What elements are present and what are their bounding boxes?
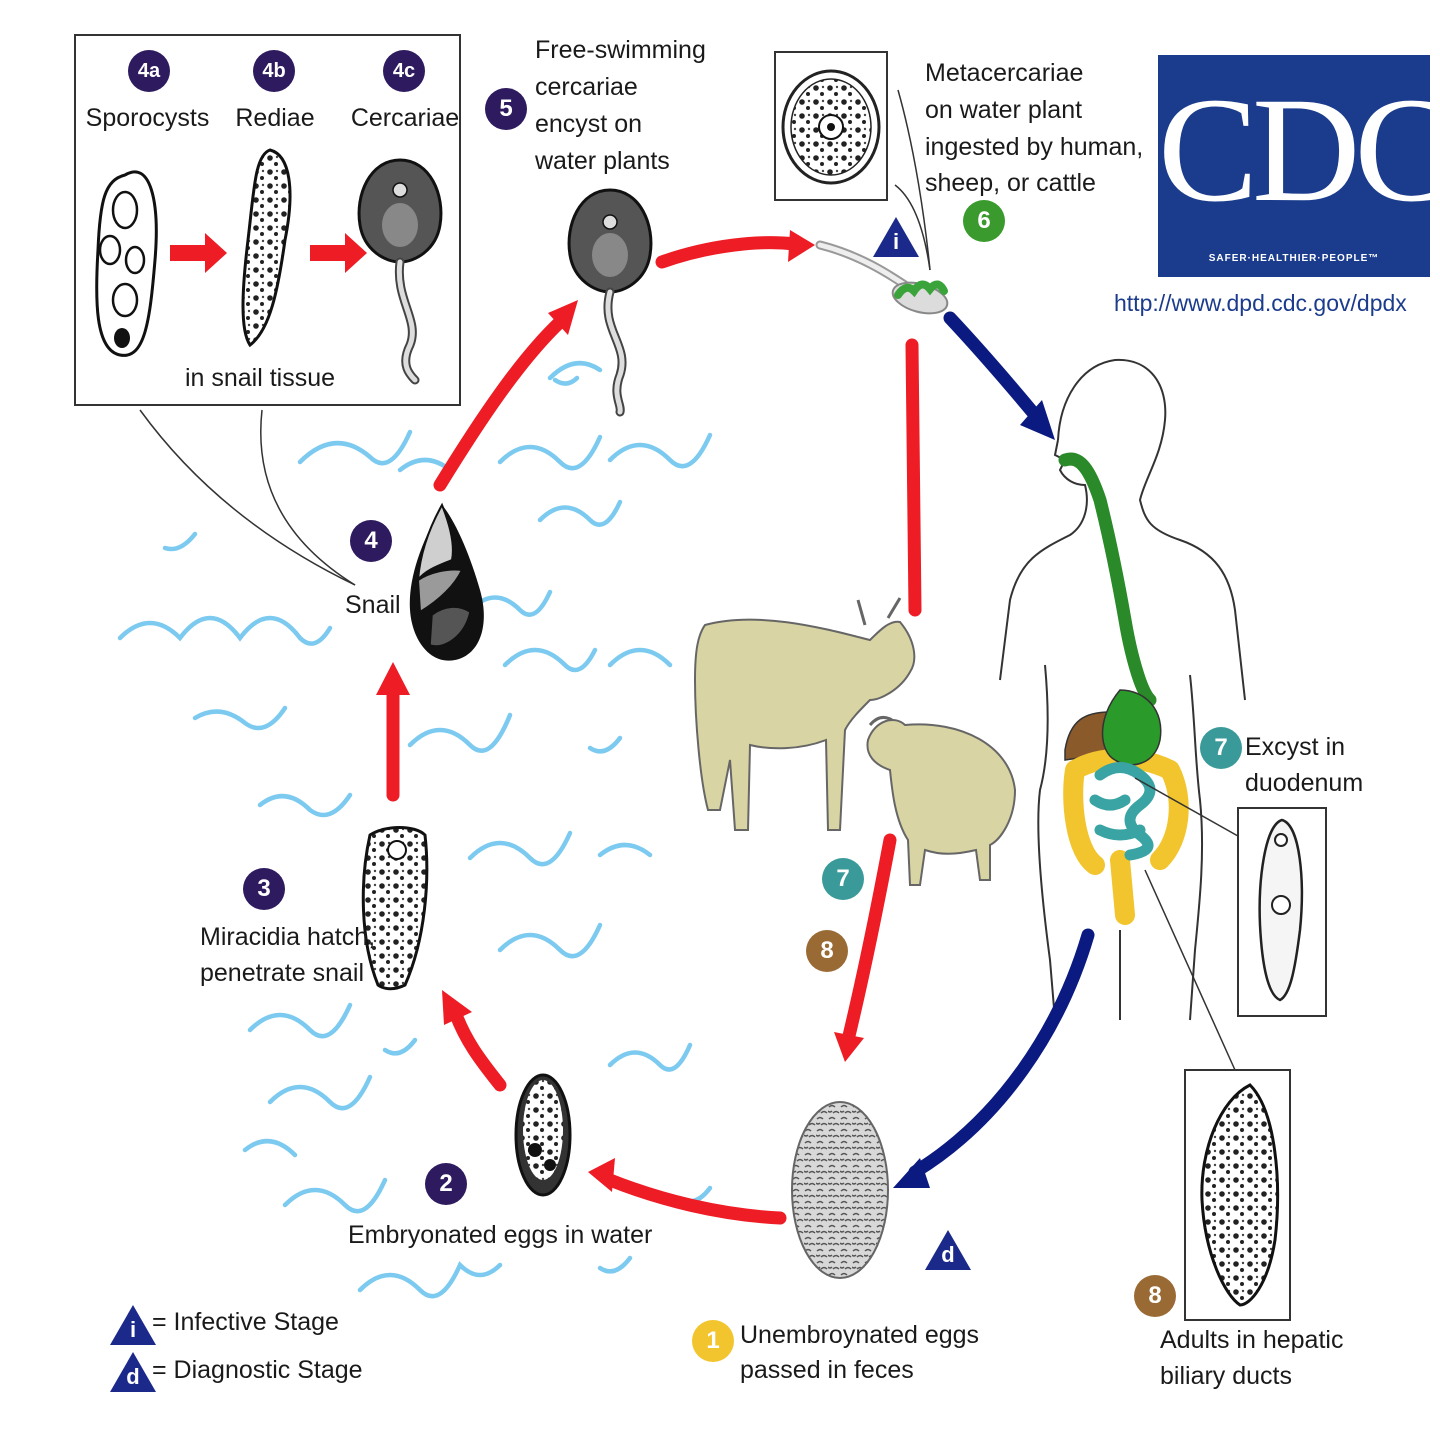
legend: i = Infective Stage d = Diagnostic Stage [110, 1300, 430, 1392]
stage-1-line-2: passed in feces [740, 1356, 914, 1384]
stage-4a-label: Sporocysts [85, 104, 210, 132]
stage-3-line-2: penetrate snail [200, 959, 365, 987]
digestive-system [1058, 452, 1189, 925]
stage-6-badge: 6 [963, 200, 1005, 242]
legend-infective-label: = Infective Stage [152, 1308, 339, 1336]
cdc-logo-text: CDC [1158, 67, 1430, 233]
stage-4b-badge: 4b [253, 50, 295, 92]
stage-6-line-4: sheep, or cattle [925, 169, 1096, 197]
blue-arrows [908, 311, 1095, 1179]
stage-4-label: Snail [345, 591, 401, 619]
arrow-6-to-animals [905, 338, 922, 617]
stage-8-line-1: Adults in hepatic [1160, 1326, 1344, 1354]
legend-diagnostic-icon: d [110, 1352, 156, 1392]
free-cercaria-figure [567, 188, 653, 417]
cdc-tagline: SAFER·HEALTHIER·PEOPLE™ [1208, 253, 1380, 264]
arrow-animals-to-1 [841, 833, 897, 1047]
stage-1-badge: 1 [692, 1320, 734, 1362]
redia-figure [241, 148, 292, 348]
red-arrowheads [376, 230, 864, 1192]
legend-diagnostic-label: = Diagnostic Stage [152, 1356, 363, 1384]
stage-8-line-2: biliary ducts [1160, 1362, 1292, 1390]
miracidium-figure [361, 826, 429, 991]
unembryonated-egg-figure [791, 1101, 889, 1279]
stage-5-line-2: cercariae [535, 73, 638, 101]
cercaria-figure [357, 158, 443, 385]
stage-8-badge: 8 [1134, 1275, 1176, 1317]
stage-3-badge: 3 [243, 868, 285, 910]
excysted-fluke-figure [1258, 818, 1304, 1002]
stage-4-badge: 4 [350, 520, 392, 562]
stage-5-line-4: water plants [535, 147, 670, 175]
stage-6-line-3: ingested by human, [925, 133, 1144, 161]
cdc-url[interactable]: http://www.dpd.cdc.gov/dpdx [1114, 290, 1407, 316]
snail-figure [409, 502, 484, 661]
stage-2-label: Embryonated eggs in water [348, 1221, 653, 1249]
sheep-figure [866, 715, 1017, 886]
stage-6-line-2: on water plant [925, 96, 1083, 124]
embryonated-egg-figure [514, 1073, 572, 1197]
stage-7-line-1: Excyst in [1245, 733, 1346, 761]
animal-stage-8-badge: 8 [806, 930, 848, 972]
cattle-figure [693, 597, 916, 831]
arrow-2-to-3 [448, 1005, 507, 1092]
animal-stage-7-badge: 7 [822, 858, 864, 900]
stage-5-badge: 5 [485, 88, 527, 130]
blue-arrowheads [893, 400, 1055, 1188]
metacercaria-figure [781, 69, 881, 185]
cdc-logo: CDC SAFER·HEALTHIER·PEOPLE™ [1158, 55, 1430, 277]
arrow-5-to-6 [655, 236, 802, 269]
stage-1-line-1: Unembroynated eggs [740, 1321, 980, 1349]
stage-6-line-1: Metacercariae [925, 59, 1084, 87]
adult-fluke-figure [1200, 1083, 1280, 1307]
stage-5-line-1: Free-swimming [535, 36, 706, 64]
stage-4c-badge: 4c [383, 50, 425, 92]
inset-caption: in snail tissue [184, 364, 336, 392]
stage-4a-badge: 4a [128, 50, 170, 92]
stage-3-line-1: Miracidia hatch, [200, 923, 376, 951]
infective-stage-marker: i [873, 217, 919, 257]
stage-5-line-3: encyst on [535, 110, 643, 138]
spoon-figure [815, 240, 949, 315]
arrow-4-to-5 [433, 315, 567, 492]
stage-7-line-2: duodenum [1245, 769, 1364, 797]
stage-4b-label: Rediae [235, 104, 315, 132]
arrow-1-to-2 [603, 1173, 787, 1225]
inset-arrows [170, 233, 367, 273]
stage-7-badge: 7 [1200, 727, 1242, 769]
red-arrows [386, 236, 922, 1225]
water-waves [117, 360, 713, 1299]
human-figure [999, 358, 1246, 1021]
stage-4c-label: Cercariae [350, 104, 460, 132]
legend-infective-icon: i [110, 1305, 156, 1345]
stage-2-badge: 2 [425, 1163, 467, 1205]
diagnostic-stage-marker: d [925, 1230, 971, 1270]
sporocyst-figure [95, 170, 158, 357]
